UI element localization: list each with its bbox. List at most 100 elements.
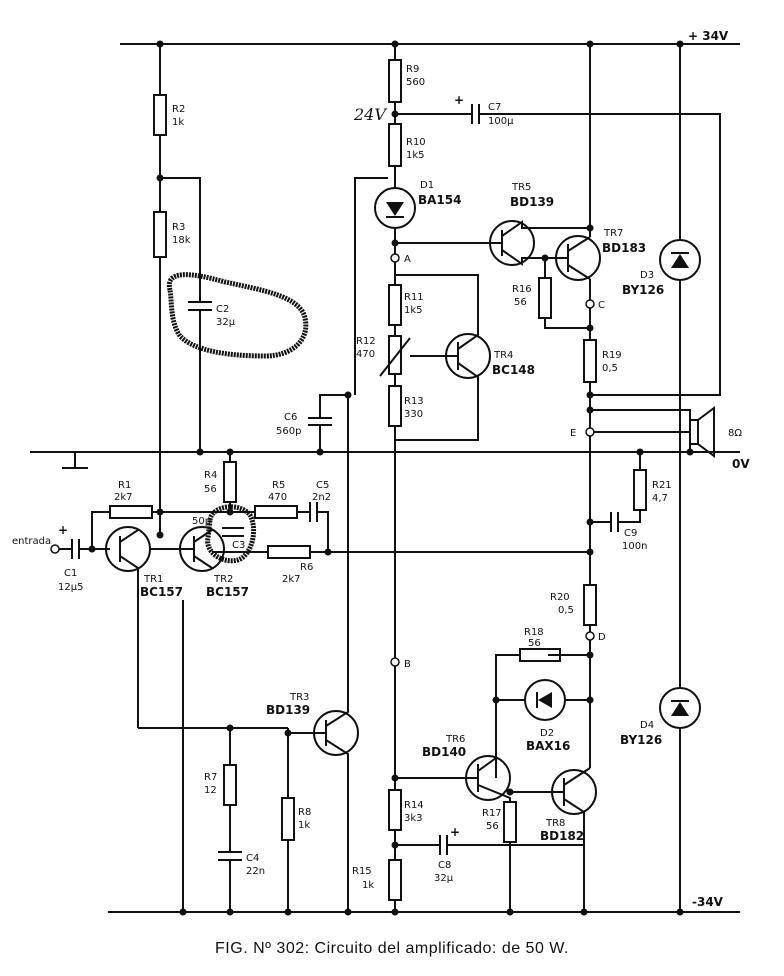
resistor-r15 — [388, 859, 402, 901]
tr6-part: BD140 — [422, 745, 466, 759]
tr7-ref: TR7 — [603, 228, 623, 239]
tr1-ref: TR1 — [143, 574, 163, 585]
r20-value: 0,5 — [558, 605, 574, 616]
resistor-r10 — [388, 123, 402, 167]
tr6-lead — [477, 757, 497, 772]
c4-ref: C4 — [246, 853, 259, 864]
r11-value: 1k5 — [404, 305, 423, 316]
resistor-r11 — [388, 284, 402, 326]
r16-ref: R16 — [512, 284, 532, 295]
c6-value: 560p — [276, 426, 301, 437]
speaker-impedance: 8Ω — [728, 428, 742, 439]
d3-ref: D3 — [640, 270, 654, 281]
resistor-r16 — [538, 277, 552, 319]
d2-part: BAX16 — [526, 739, 570, 753]
diode-d3-triangle — [671, 254, 689, 268]
c1-polarity-mark: + — [58, 523, 68, 537]
node-a — [390, 253, 400, 263]
resistor-r5 — [254, 505, 298, 519]
tr3-part: BD139 — [266, 703, 310, 717]
c2-value: 32µ — [216, 317, 236, 328]
r8-value: 1k — [298, 820, 310, 831]
r15-ref: R15 — [352, 866, 372, 877]
resistor-r12 — [388, 335, 402, 375]
tr7-emitter — [567, 264, 591, 280]
r9-ref: R9 — [406, 64, 419, 75]
tr2-lead — [193, 555, 213, 569]
diode-d4-triangle — [671, 702, 689, 716]
c1-ref: C1 — [64, 568, 77, 579]
d1-part: BA154 — [418, 193, 461, 207]
resistor-r17 — [503, 801, 517, 843]
c8-polarity-mark: + — [450, 825, 460, 839]
ground-rail-label: 0V — [732, 457, 750, 471]
tr8-part: BD182 — [540, 829, 584, 843]
c8-ref: C8 — [438, 860, 451, 871]
r3-value: 18k — [172, 235, 191, 246]
r17-value: 56 — [486, 821, 499, 832]
tr7-collector — [567, 236, 591, 252]
tr6-lead — [477, 784, 511, 800]
resistor-r8 — [281, 797, 295, 841]
c5-value: 2n2 — [312, 492, 331, 503]
c3-ref: C3 — [232, 540, 245, 551]
c9-value: 100n — [622, 541, 647, 552]
r21-ref: R21 — [652, 480, 672, 491]
r5-value: 470 — [268, 492, 287, 503]
node-b-label: B — [404, 659, 411, 670]
r10-value: 1k5 — [406, 150, 425, 161]
r18-ref: R18 — [524, 627, 544, 638]
speaker-cone — [697, 406, 715, 458]
junction-dots — [88, 40, 694, 916]
input-label: entrada — [12, 536, 51, 547]
r2-value: 1k — [172, 117, 184, 128]
r12-wiper-arrow — [379, 337, 411, 377]
node-d — [585, 631, 595, 641]
d1-ref: D1 — [420, 180, 434, 191]
resistor-r6 — [267, 545, 311, 559]
tr5-emitter — [501, 249, 545, 266]
d3-part: BY126 — [622, 283, 664, 297]
r7-value: 12 — [204, 785, 217, 796]
c7-ref: C7 — [488, 102, 501, 113]
c9-ref: C9 — [624, 528, 637, 539]
r1-ref: R1 — [118, 480, 131, 491]
handdrawn-scribble — [166, 272, 309, 359]
resistor-r4 — [223, 461, 237, 503]
input-terminal — [50, 544, 60, 554]
r7-ref: R7 — [204, 772, 217, 783]
resistor-r13 — [388, 385, 402, 427]
tr2-part: BC157 — [206, 585, 249, 599]
resistor-r9 — [388, 59, 402, 103]
tr7-part: BD183 — [602, 241, 646, 255]
r14-value: 3k3 — [404, 813, 423, 824]
tr5-part: BD139 — [510, 195, 554, 209]
r12-value: 470 — [356, 349, 375, 360]
tr5-collector — [501, 220, 590, 237]
resistor-r14 — [388, 789, 402, 831]
tr4-part: BC148 — [492, 363, 535, 377]
r18-value: 56 — [528, 638, 541, 649]
r14-ref: R14 — [404, 800, 424, 811]
resistor-r7 — [223, 764, 237, 806]
tr2-lead — [193, 529, 213, 543]
r12-ref: R12 — [356, 336, 376, 347]
amplifier-schematic: + 34V 0V -34V R2 1k R3 18k C2 32µ entrad… — [12, 29, 750, 916]
tr6-ref: TR6 — [445, 734, 465, 745]
diode-d1-triangle — [386, 202, 404, 216]
wire — [354, 177, 388, 395]
tr8-lead — [563, 798, 585, 912]
transistor-tr1 — [105, 526, 151, 572]
negative-rail-label: -34V — [692, 895, 724, 909]
speaker — [689, 419, 699, 445]
node-b — [390, 657, 400, 667]
c4-value: 22n — [246, 866, 265, 877]
tr4-ref: TR4 — [493, 350, 513, 361]
r16-value: 56 — [514, 297, 527, 308]
r3-ref: R3 — [172, 222, 185, 233]
tr2-ref: TR2 — [213, 574, 233, 585]
resistor-r21 — [633, 469, 647, 511]
d4-part: BY126 — [620, 733, 662, 747]
node-e-label: E — [570, 428, 576, 439]
r21-value: 4,7 — [652, 493, 668, 504]
